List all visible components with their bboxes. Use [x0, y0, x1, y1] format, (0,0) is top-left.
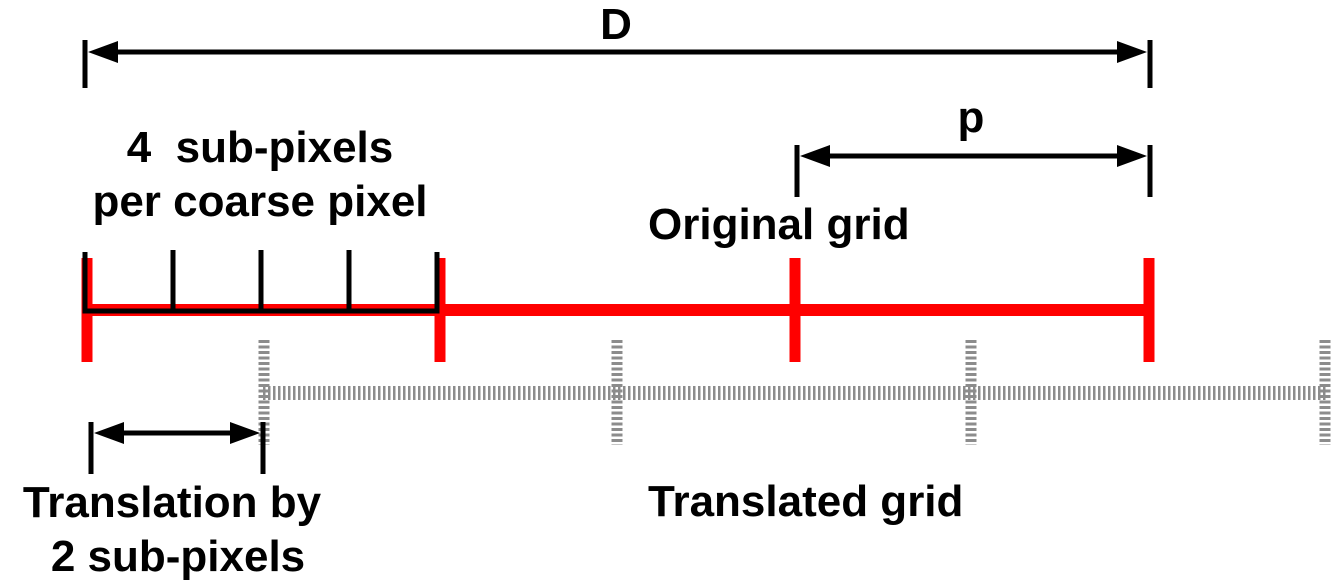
label-translation-line2: 2 sub-pixels [50, 532, 306, 581]
dimension-d [82, 40, 1153, 88]
dimension-p [794, 145, 1153, 197]
subpixel-bracket [82, 250, 440, 314]
translation-arrow-right-arrowhead [230, 422, 260, 444]
translated-grid [258, 340, 1331, 445]
label-translation-line1: Translation by [22, 478, 322, 527]
translation-arrow [88, 422, 266, 474]
dimension-d-left-arrowhead [88, 41, 118, 63]
dimension-p-left-arrowhead [800, 145, 830, 167]
label-subpixels-line1: 4 sub-pixels [126, 123, 394, 172]
label-p: p [957, 93, 985, 142]
label-subpixels-line2: per coarse pixel [92, 177, 428, 226]
label-original-grid: Original grid [648, 200, 910, 249]
label-translated-grid: Translated grid [648, 477, 964, 526]
dimension-d-right-arrowhead [1117, 41, 1147, 63]
translation-arrow-left-arrowhead [94, 422, 124, 444]
dimension-p-right-arrowhead [1117, 145, 1147, 167]
label-d: D [600, 0, 632, 49]
